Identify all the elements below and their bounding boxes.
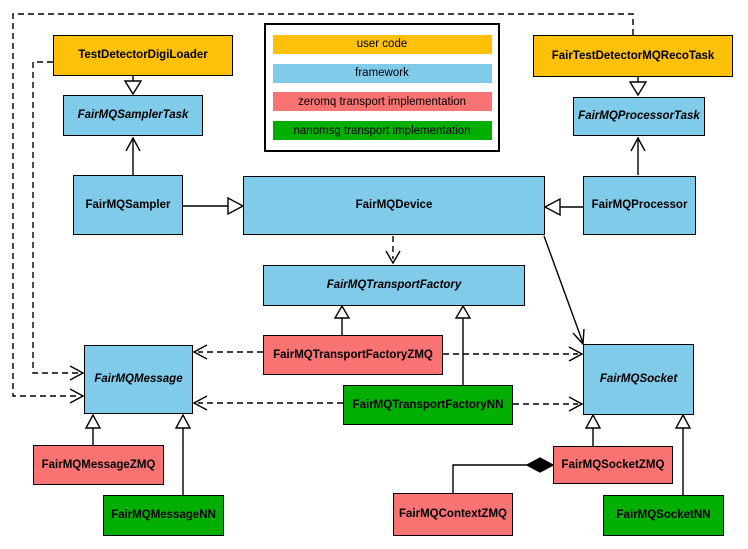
edge-fairmqsocketzmq-fairmqsocket bbox=[584, 413, 602, 446]
edge-fairmqtransportfactoryzmq-fairmqsocket bbox=[443, 346, 584, 362]
node-fairmqsamplertask: FairMQSamplerTask bbox=[63, 95, 203, 136]
edge-fairmqmessagenn-fairmqmessage bbox=[174, 413, 192, 495]
edge-fairtestdetectormqrecotask-fairmqprocessortask bbox=[628, 77, 648, 97]
node-fairmqtransportfactorynn: FairMQTransportFactoryNN bbox=[343, 385, 513, 425]
edge-fairmqtransportfactorynn-fairmqmessage bbox=[192, 395, 343, 411]
node-fairmqmessagenn: FairMQMessageNN bbox=[103, 495, 224, 536]
node-fairmqprocessortask: FairMQProcessorTask bbox=[573, 97, 705, 136]
node-fairmqsocketnn: FairMQSocketNN bbox=[603, 495, 724, 536]
edge-testdetectordigiloader-fairmqsamplertask bbox=[123, 76, 143, 96]
node-fairmqtransportfactory: FairMQTransportFactory bbox=[263, 265, 525, 306]
edge-fairmqtransportfactorynn-fairmqsocket bbox=[513, 396, 584, 412]
edge-fairmqtransportfactoryzmq-fairmqtransportfactory bbox=[333, 304, 351, 335]
edge-fairmqdevice-fairmqtransportfactory bbox=[385, 236, 401, 265]
edge-fairmqmessagezmq-fairmqmessage bbox=[84, 413, 102, 445]
edge-fairmqprocessor-fairmqdevice bbox=[543, 197, 583, 217]
node-fairmqsocket: FairMQSocket bbox=[583, 344, 694, 415]
legend-item-nanomsg: nanomsg transport implementation bbox=[272, 121, 492, 141]
node-fairmqsampler: FairMQSampler bbox=[73, 175, 183, 235]
edge-fairmqsampler-fairmqsamplertask bbox=[125, 136, 141, 175]
node-fairmqtransportfactoryzmq: FairMQTransportFactoryZMQ bbox=[263, 335, 443, 375]
edge-fairmqtransportfactorynn-fairmqtransportfactory bbox=[454, 304, 472, 385]
node-fairmqdevice: FairMQDevice bbox=[243, 176, 545, 235]
edge-testdetectordigiloader-fairmqmessage bbox=[32, 61, 85, 381]
legend-item-user-code: user code bbox=[272, 34, 492, 54]
node-fairtestdetectormqrecotask: FairTestDetectorMQRecoTask bbox=[533, 35, 733, 77]
node-fairmqsocketzmq: FairMQSocketZMQ bbox=[553, 446, 673, 484]
edge-fairmqtransportfactoryzmq-fairmqmessage bbox=[192, 344, 263, 360]
edge-fairmqdevice-fairmqsocket bbox=[543, 235, 585, 346]
node-fairmqmessagezmq: FairMQMessageZMQ bbox=[33, 445, 164, 485]
edge-fairmqcontextzmq-fairmqsocketzmq bbox=[452, 457, 555, 493]
legend-item-framework: framework bbox=[272, 63, 492, 83]
node-fairmqmessage: FairMQMessage bbox=[84, 345, 193, 414]
legend: user code framework zeromq transport imp… bbox=[264, 23, 500, 152]
legend-item-zeromq: zeromq transport implementation bbox=[272, 92, 492, 112]
node-testdetectordigiloader: TestDetectorDigiLoader bbox=[53, 35, 233, 76]
edge-fairmqsocketnn-fairmqsocket bbox=[674, 413, 692, 495]
node-fairmqprocessor: FairMQProcessor bbox=[583, 176, 696, 235]
node-fairmqcontextzmq: FairMQContextZMQ bbox=[393, 493, 513, 536]
edge-fairmqprocessor-fairmqprocessortask bbox=[630, 136, 646, 175]
edge-fairtestdetectormqrecotask-fairmqmessage bbox=[12, 13, 634, 404]
edge-fairmqsampler-fairmqdevice bbox=[183, 196, 245, 216]
